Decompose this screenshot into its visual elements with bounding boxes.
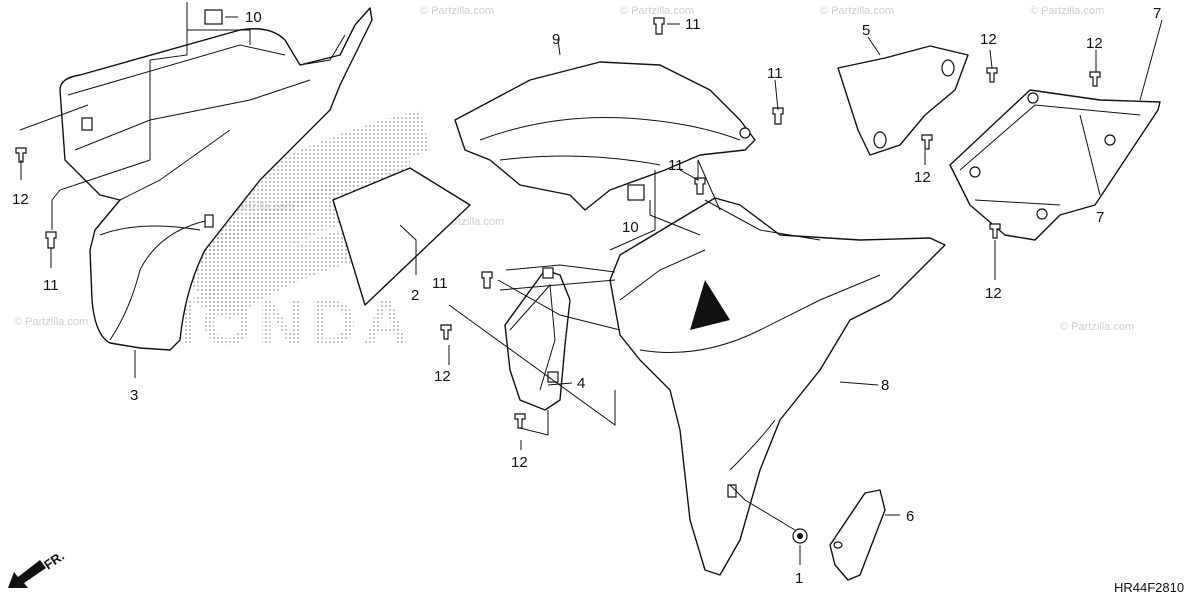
upper-cover xyxy=(454,61,756,211)
watermark: © Partzilla.com xyxy=(620,5,694,17)
leader-lines xyxy=(19,2,1163,565)
callout-9: 9 xyxy=(552,31,560,48)
callout-12: 12 xyxy=(12,191,29,208)
callout-6: 6 xyxy=(906,508,914,525)
bolts-12 xyxy=(15,67,1101,429)
callout-11: 11 xyxy=(432,275,448,292)
callout-5: 5 xyxy=(862,22,870,39)
callout-11: 11 xyxy=(668,157,684,174)
small-cover xyxy=(829,489,886,581)
front-direction-indicator: FR. xyxy=(8,548,67,588)
right-side-cover xyxy=(609,197,946,576)
callout-10: 10 xyxy=(622,219,639,236)
callout-11: 11 xyxy=(685,16,701,33)
callout-2: 2 xyxy=(411,287,419,304)
bracket xyxy=(504,267,571,411)
callout-11: 11 xyxy=(43,277,59,294)
callout-7: 7 xyxy=(1153,5,1161,22)
callouts: 10 12 11 3 2 9 11 11 11 10 11 12 4 12 5 … xyxy=(12,5,1161,587)
callout-12: 12 xyxy=(985,285,1002,302)
callout-12: 12 xyxy=(914,169,931,186)
watermark: © Partzilla.com xyxy=(420,5,494,17)
callout-12: 12 xyxy=(434,368,451,385)
callout-8: 8 xyxy=(881,377,889,394)
watermark: © Partzilla.com xyxy=(1060,321,1134,333)
callout-3: 3 xyxy=(130,387,138,404)
small-plate xyxy=(837,45,969,156)
watermark: © Partzilla.com xyxy=(14,316,88,328)
callout-10: 10 xyxy=(245,9,262,26)
watermark: © Partzilla.com xyxy=(1030,5,1104,17)
honda-dotted-wordmark: HONDA xyxy=(150,287,415,359)
nut xyxy=(792,528,808,544)
callout-11: 11 xyxy=(767,65,783,82)
callout-12: 12 xyxy=(980,31,997,48)
arrow-icon xyxy=(8,560,46,588)
callout-7-label: 7 xyxy=(1096,209,1104,226)
callout-12: 12 xyxy=(1086,35,1103,52)
clip xyxy=(204,9,645,201)
screws-11 xyxy=(45,17,784,289)
side-plate xyxy=(332,167,471,306)
direction-label: FR. xyxy=(41,548,67,572)
watermark: © Partzilla.com xyxy=(820,5,894,17)
right-panel xyxy=(949,89,1161,241)
callout-12: 12 xyxy=(511,454,528,471)
left-side-cover xyxy=(59,7,373,351)
callout-1: 1 xyxy=(795,570,803,587)
callout-4: 4 xyxy=(577,375,585,392)
diagram-code: HR44F2810 xyxy=(1114,580,1184,595)
